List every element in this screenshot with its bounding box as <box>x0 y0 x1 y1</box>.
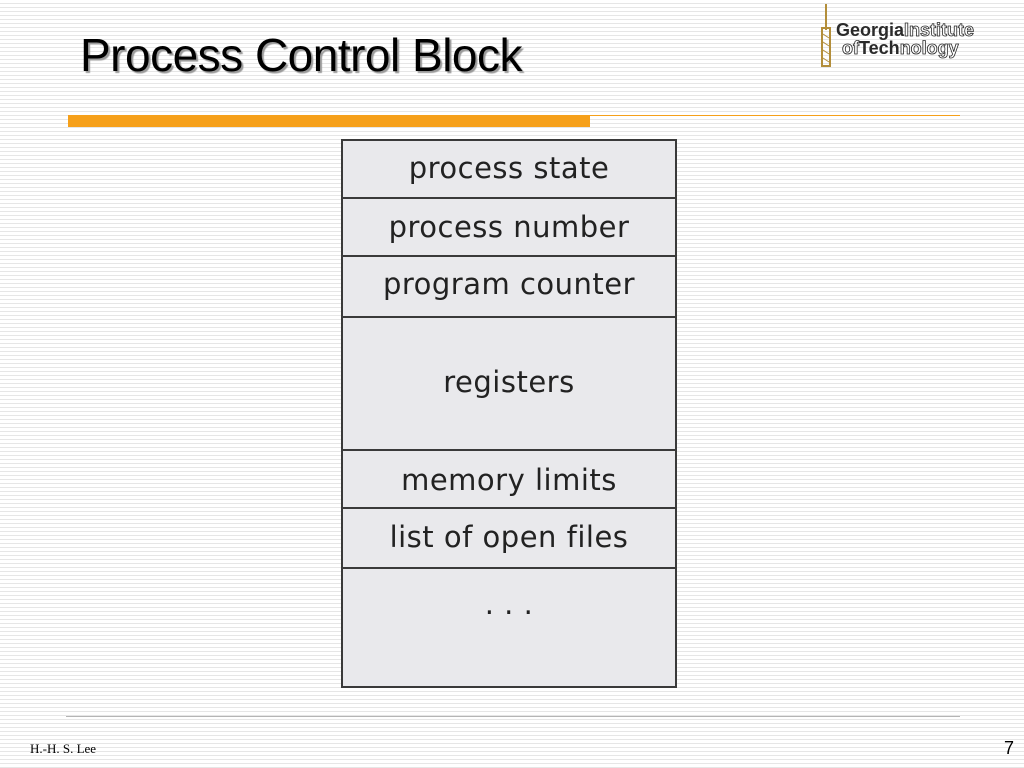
svg-text:GeorgiaInstitute: GeorgiaInstitute <box>836 20 974 40</box>
slide-number: 7 <box>1003 738 1014 758</box>
georgia-tech-logo-graphic: GeorgiaInstitute ofTechnology <box>821 4 974 67</box>
svg-text:ofTechnology: ofTechnology <box>842 38 959 58</box>
pcb-row-ellipsis: . . . <box>484 587 534 621</box>
pcb-row-process-number: process number <box>343 199 675 257</box>
process-control-block-diagram: process state process number program cou… <box>341 139 677 688</box>
title-accent-bar <box>68 115 590 127</box>
pcb-row-registers: registers <box>343 318 675 451</box>
georgia-tech-logo: GeorgiaInstitute ofTechnology <box>820 4 1016 68</box>
footer-author: H.-H. S. Lee <box>30 741 97 756</box>
footer-divider <box>66 716 960 717</box>
pcb-row-memory-limits: memory limits <box>343 451 675 509</box>
title-accent-line <box>590 115 960 116</box>
slide-title: Process Control Block <box>80 29 523 81</box>
pcb-row-open-files: list of open files <box>343 509 675 569</box>
pcb-row-process-state: process state <box>343 141 675 199</box>
pcb-row-program-counter: program counter <box>343 257 675 318</box>
